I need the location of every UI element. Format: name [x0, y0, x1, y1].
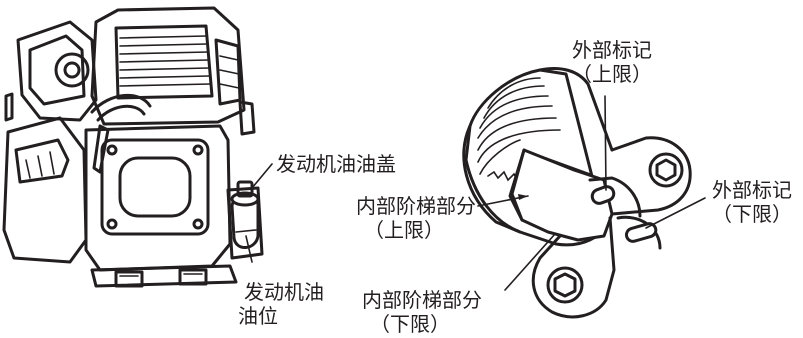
inner-step-upper-label: 内部阶梯部分 （上限） — [356, 194, 482, 242]
inner-step-lower-line2: （下限） — [370, 312, 450, 336]
inner-step-lower-label: 内部阶梯部分 （下限） — [362, 288, 488, 336]
engine-oil-level-line2: 油位 — [238, 304, 278, 328]
outer-mark-lower-line1: 外部标记 — [712, 178, 792, 202]
inner-step-upper-line1: 内部阶梯部分 — [356, 194, 476, 218]
engine-oil-cap-label: 发动机油油盖 — [276, 152, 396, 176]
outer-mark-upper-label: 外部标记 （上限） — [566, 38, 658, 86]
oil-cap-illustration — [462, 67, 706, 319]
engine-illustration — [2, 6, 273, 288]
engine-oil-level-label: 发动机油 油位 — [238, 280, 330, 328]
inner-step-lower-line1: 内部阶梯部分 — [362, 288, 482, 312]
outer-mark-lower-line2: （下限） — [712, 202, 792, 226]
inner-step-upper-line2: （上限） — [364, 218, 444, 242]
outer-mark-upper-line1: 外部标记 — [572, 38, 652, 62]
outer-mark-upper-line2: （上限） — [572, 62, 652, 86]
engine-oil-level-line1: 发动机油 — [244, 280, 324, 304]
outer-mark-lower-label: 外部标记 （下限） — [706, 178, 798, 226]
